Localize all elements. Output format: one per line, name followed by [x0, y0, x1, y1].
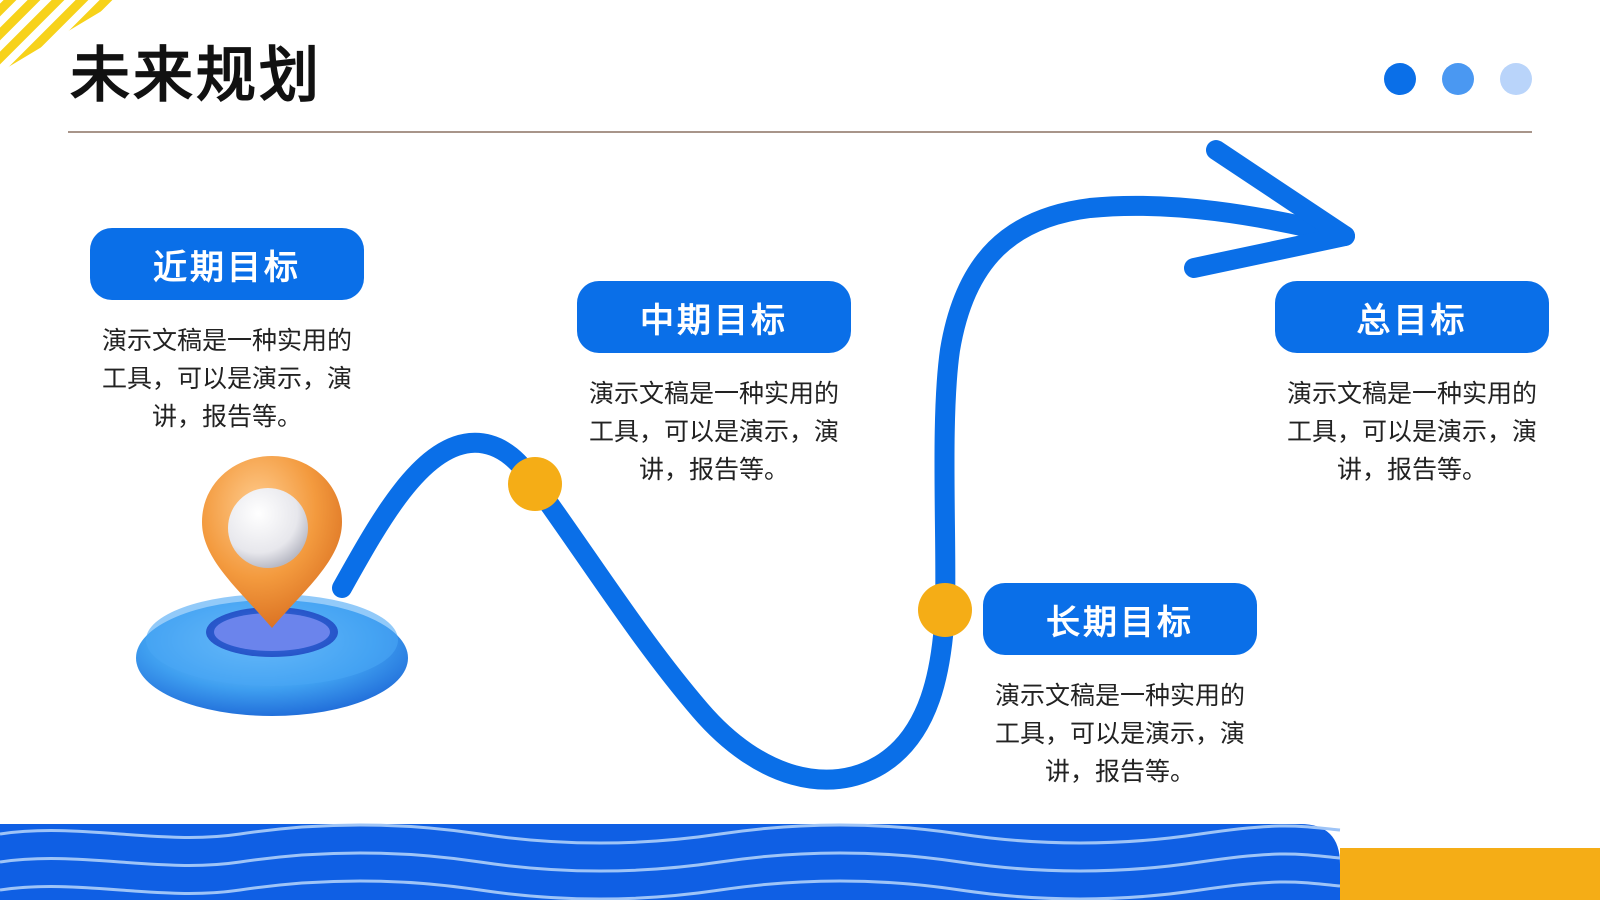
orange-corner-bar	[1340, 848, 1600, 900]
decor-dot-mid	[1442, 63, 1474, 95]
title-divider	[68, 131, 1532, 133]
milestone-dot-long	[918, 583, 972, 637]
wave-band	[0, 823, 1341, 900]
milestone-label: 长期目标	[983, 583, 1257, 655]
milestone-description: 演示文稿是一种实用的工具，可以是演示，演讲，报告等。	[101, 326, 352, 431]
arrow-head-icon	[1184, 140, 1355, 278]
roadmap-path	[332, 195, 1355, 790]
milestone-label: 中期目标	[577, 281, 851, 353]
milestone-dot-mid	[508, 457, 562, 511]
milestone-description: 演示文稿是一种实用的工具，可以是演示，演讲，报告等。	[588, 379, 839, 484]
milestone-long-term: 长期目标 演示文稿是一种实用的工具，可以是演示，演讲，报告等。	[983, 583, 1257, 791]
milestone-mid-term: 中期目标 演示文稿是一种实用的工具，可以是演示，演讲，报告等。	[577, 281, 851, 489]
milestone-description: 演示文稿是一种实用的工具，可以是演示，演讲，报告等。	[1286, 379, 1537, 484]
location-pin-icon	[136, 456, 408, 716]
page-title: 未来规划	[70, 41, 322, 111]
milestone-description: 演示文稿是一种实用的工具，可以是演示，演讲，报告等。	[994, 681, 1245, 786]
decor-dot-light	[1500, 63, 1532, 95]
decor-dot-dark	[1384, 63, 1416, 95]
milestone-near-term: 近期目标 演示文稿是一种实用的工具，可以是演示，演讲，报告等。	[90, 228, 364, 436]
milestone-label: 总目标	[1275, 281, 1549, 353]
milestone-label: 近期目标	[90, 228, 364, 300]
milestone-overall: 总目标 演示文稿是一种实用的工具，可以是演示，演讲，报告等。	[1275, 281, 1549, 489]
